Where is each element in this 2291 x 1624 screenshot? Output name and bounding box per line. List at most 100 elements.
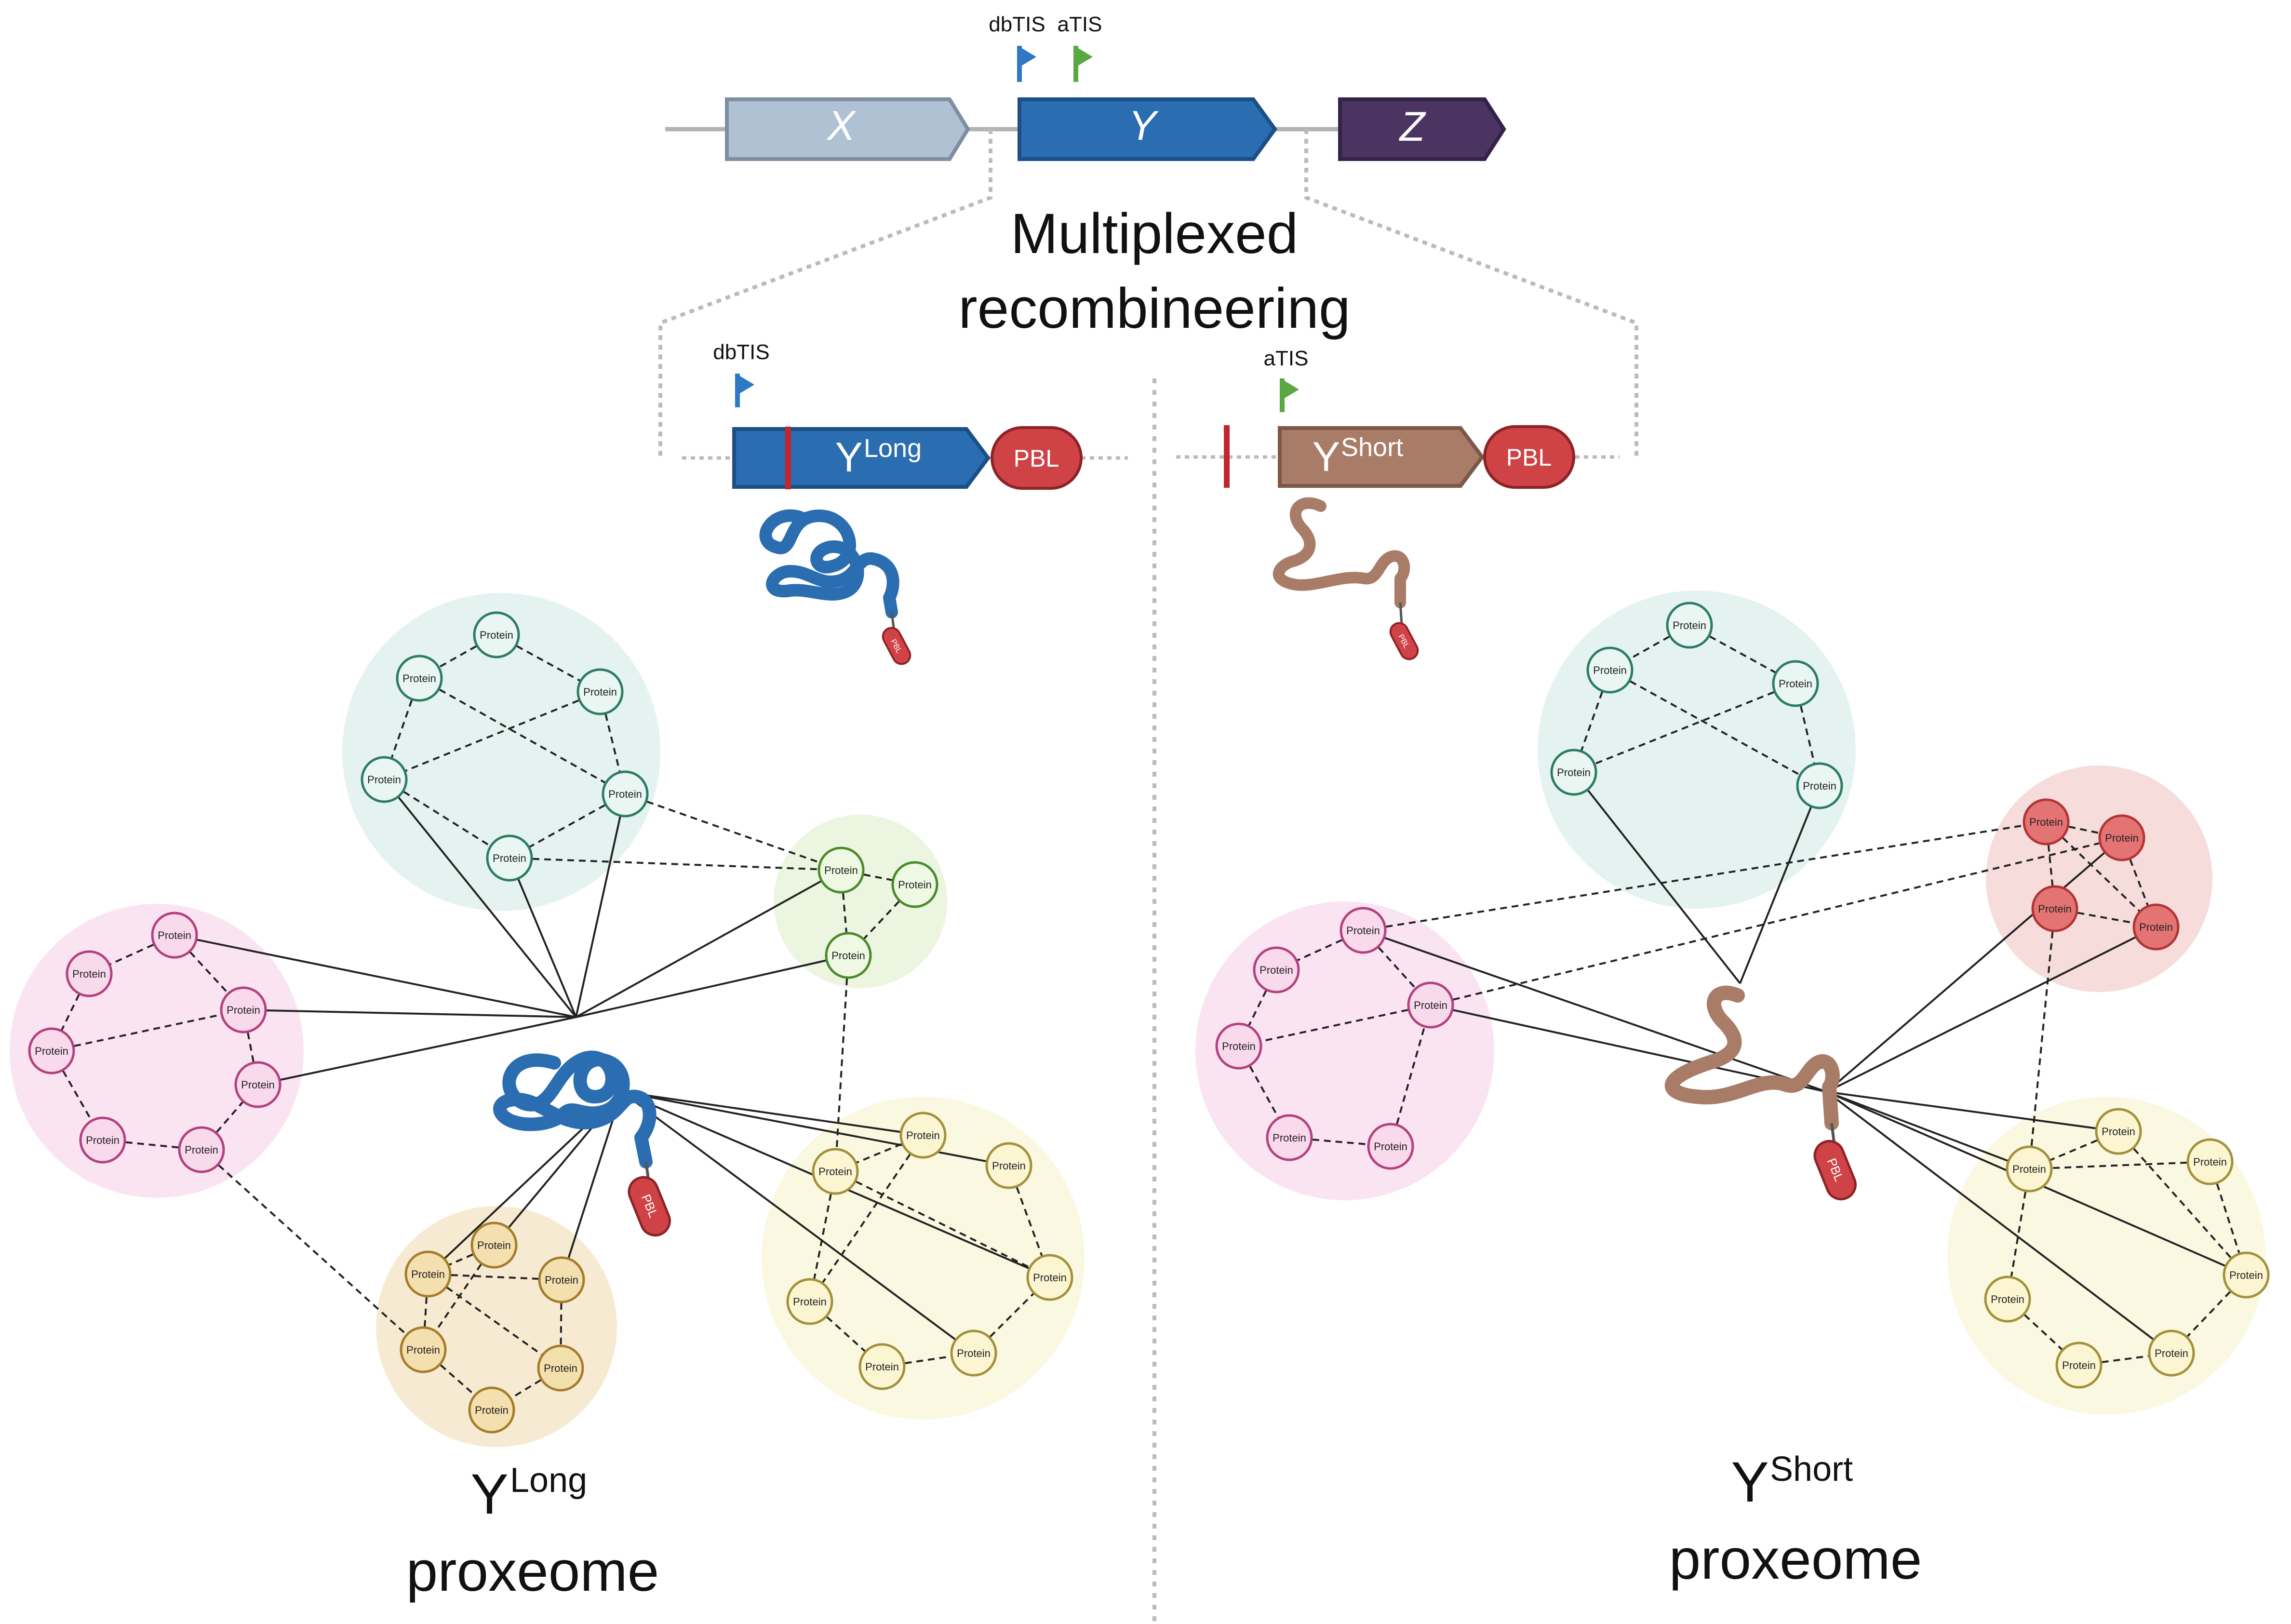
proxeome-short-label: Y Short proxeome [1669,1450,1922,1591]
protein-node-circle [220,986,267,1033]
pbl-tag-large [1813,1140,1857,1201]
protein-node: Protein [178,1126,225,1173]
protein-node: Protein [786,1278,833,1325]
protein-node: Protein [950,1329,997,1377]
dashed-edge [1573,683,1796,773]
protein-node-circle [2023,798,2070,846]
dashed-edge [1609,669,1820,787]
protein-yshort-large [1664,985,1840,1130]
dashed-edge [383,778,510,859]
solid-edge [575,793,626,1018]
pbl-tag-short-label: PBL [1506,444,1552,471]
protein-node-circle [576,668,624,715]
protein-node: Protein [576,668,624,715]
protein-node-label: Protein [545,1274,578,1286]
protein-node-circle [2006,1145,2053,1193]
protein-node-label: Protein [865,1361,899,1373]
protein-node-label: Protein [793,1296,827,1308]
zoom-line-left [658,129,992,458]
protein-node-label: Protein [2038,903,2072,915]
protein-node-circle [1253,946,1300,993]
protein-node: Protein [1550,749,1597,796]
dashed-edge [2117,1130,2247,1276]
proxeome-short-line2: proxeome [1669,1528,1922,1591]
protein-node-circle [825,932,872,979]
flag-icon [1019,47,1036,67]
protein-node-circle [28,1027,75,1074]
protein-node: Protein [151,912,198,959]
protein-node-label: Protein [2229,1269,2263,1281]
gene-x: X [725,97,970,161]
method-label-line1: Multiplexed [1011,202,1299,266]
dashed-edge [2045,821,2157,928]
protein-node-label: Protein [583,686,617,698]
dashed-edge [834,955,849,1172]
protein-node: Protein [79,1116,126,1164]
protein-node-circle [1026,1254,1073,1301]
atis-top-label: aTIS [1058,13,1102,36]
protein-node-label: Protein [2102,1126,2135,1138]
protein-node: Protein [858,1343,906,1390]
protein-node-label: Protein [1033,1272,1067,1284]
protein-ylong-large [493,1050,656,1168]
flag-atis-top: aTIS [1058,13,1102,82]
solid-edge [1363,929,1827,1093]
proxeome-long-sup: Long [510,1461,587,1500]
protein-node-label: Protein [831,950,865,962]
protein-node-label: Protein [185,1144,218,1156]
flag-dbtis-top: dbTIS [989,13,1045,82]
solid-edge [1739,785,1821,984]
gene-y: Y [1018,97,1277,161]
protein-node: Protein [396,655,443,702]
protein-node-circle [985,1142,1032,1189]
protein-node-label: Protein [906,1129,940,1141]
protein-node: Protein [891,861,938,908]
protein-node: Protein [2031,885,2078,932]
dashed-edge [1390,1005,1432,1147]
protein-node: Protein [1984,1275,2031,1323]
ylong-main: Y [835,434,863,481]
protein-node-circle [79,1116,126,1164]
protein-node-label: Protein [72,968,106,980]
protein-node: Protein [1666,602,1713,649]
protein-node-label: Protein [2155,1347,2188,1359]
protein-node: Protein [2223,1251,2270,1299]
protein-node: Protein [1266,1114,1313,1161]
solid-edge [621,1091,975,1354]
solid-edge [576,869,842,1018]
protein-node: Protein [2186,1138,2234,1185]
solid-edge [509,858,577,1018]
protein-node-circle [470,1221,518,1269]
protein-node-label: Protein [2105,832,2139,844]
flag-icon [1076,47,1093,67]
protein-node-circle [1984,1275,2031,1323]
cluster-backgrounds [10,591,2265,1447]
protein-node-label: Protein [1222,1040,1256,1052]
solid-edge [1826,926,2157,1093]
dashed-edge [427,1273,562,1369]
protein-node-label: Protein [608,788,642,800]
atis-short-label: aTIS [1264,347,1309,370]
gene-z: Z [1338,97,1506,161]
pbl-tag-large [628,1176,671,1237]
dashed-edge [809,1134,924,1302]
protein-node-circle [178,1126,225,1173]
gene-yshort [1278,426,1485,488]
protein-node-circle [1796,762,1843,809]
protein-node: Protein [899,1112,947,1159]
protein-node: Protein [2095,1108,2142,1155]
protein-node-circle [537,1344,584,1392]
protein-node-label: Protein [1557,766,1591,778]
protein-node-label: Protein [86,1134,120,1146]
small-protein-long: PBL [759,509,911,665]
protein-node-circle [468,1386,515,1434]
protein-node: Protein [1026,1254,1073,1301]
protein-node-circle [234,1061,281,1108]
proxeome-long-main: Y [470,1463,509,1526]
protein-node: Protein [2006,1145,2053,1193]
protein-node: Protein [1407,981,1454,1029]
construct-short: aTIS Y Short PBL [1176,347,1620,489]
protein-node-label: Protein [2029,816,2063,828]
protein-node: Protein [473,611,520,658]
